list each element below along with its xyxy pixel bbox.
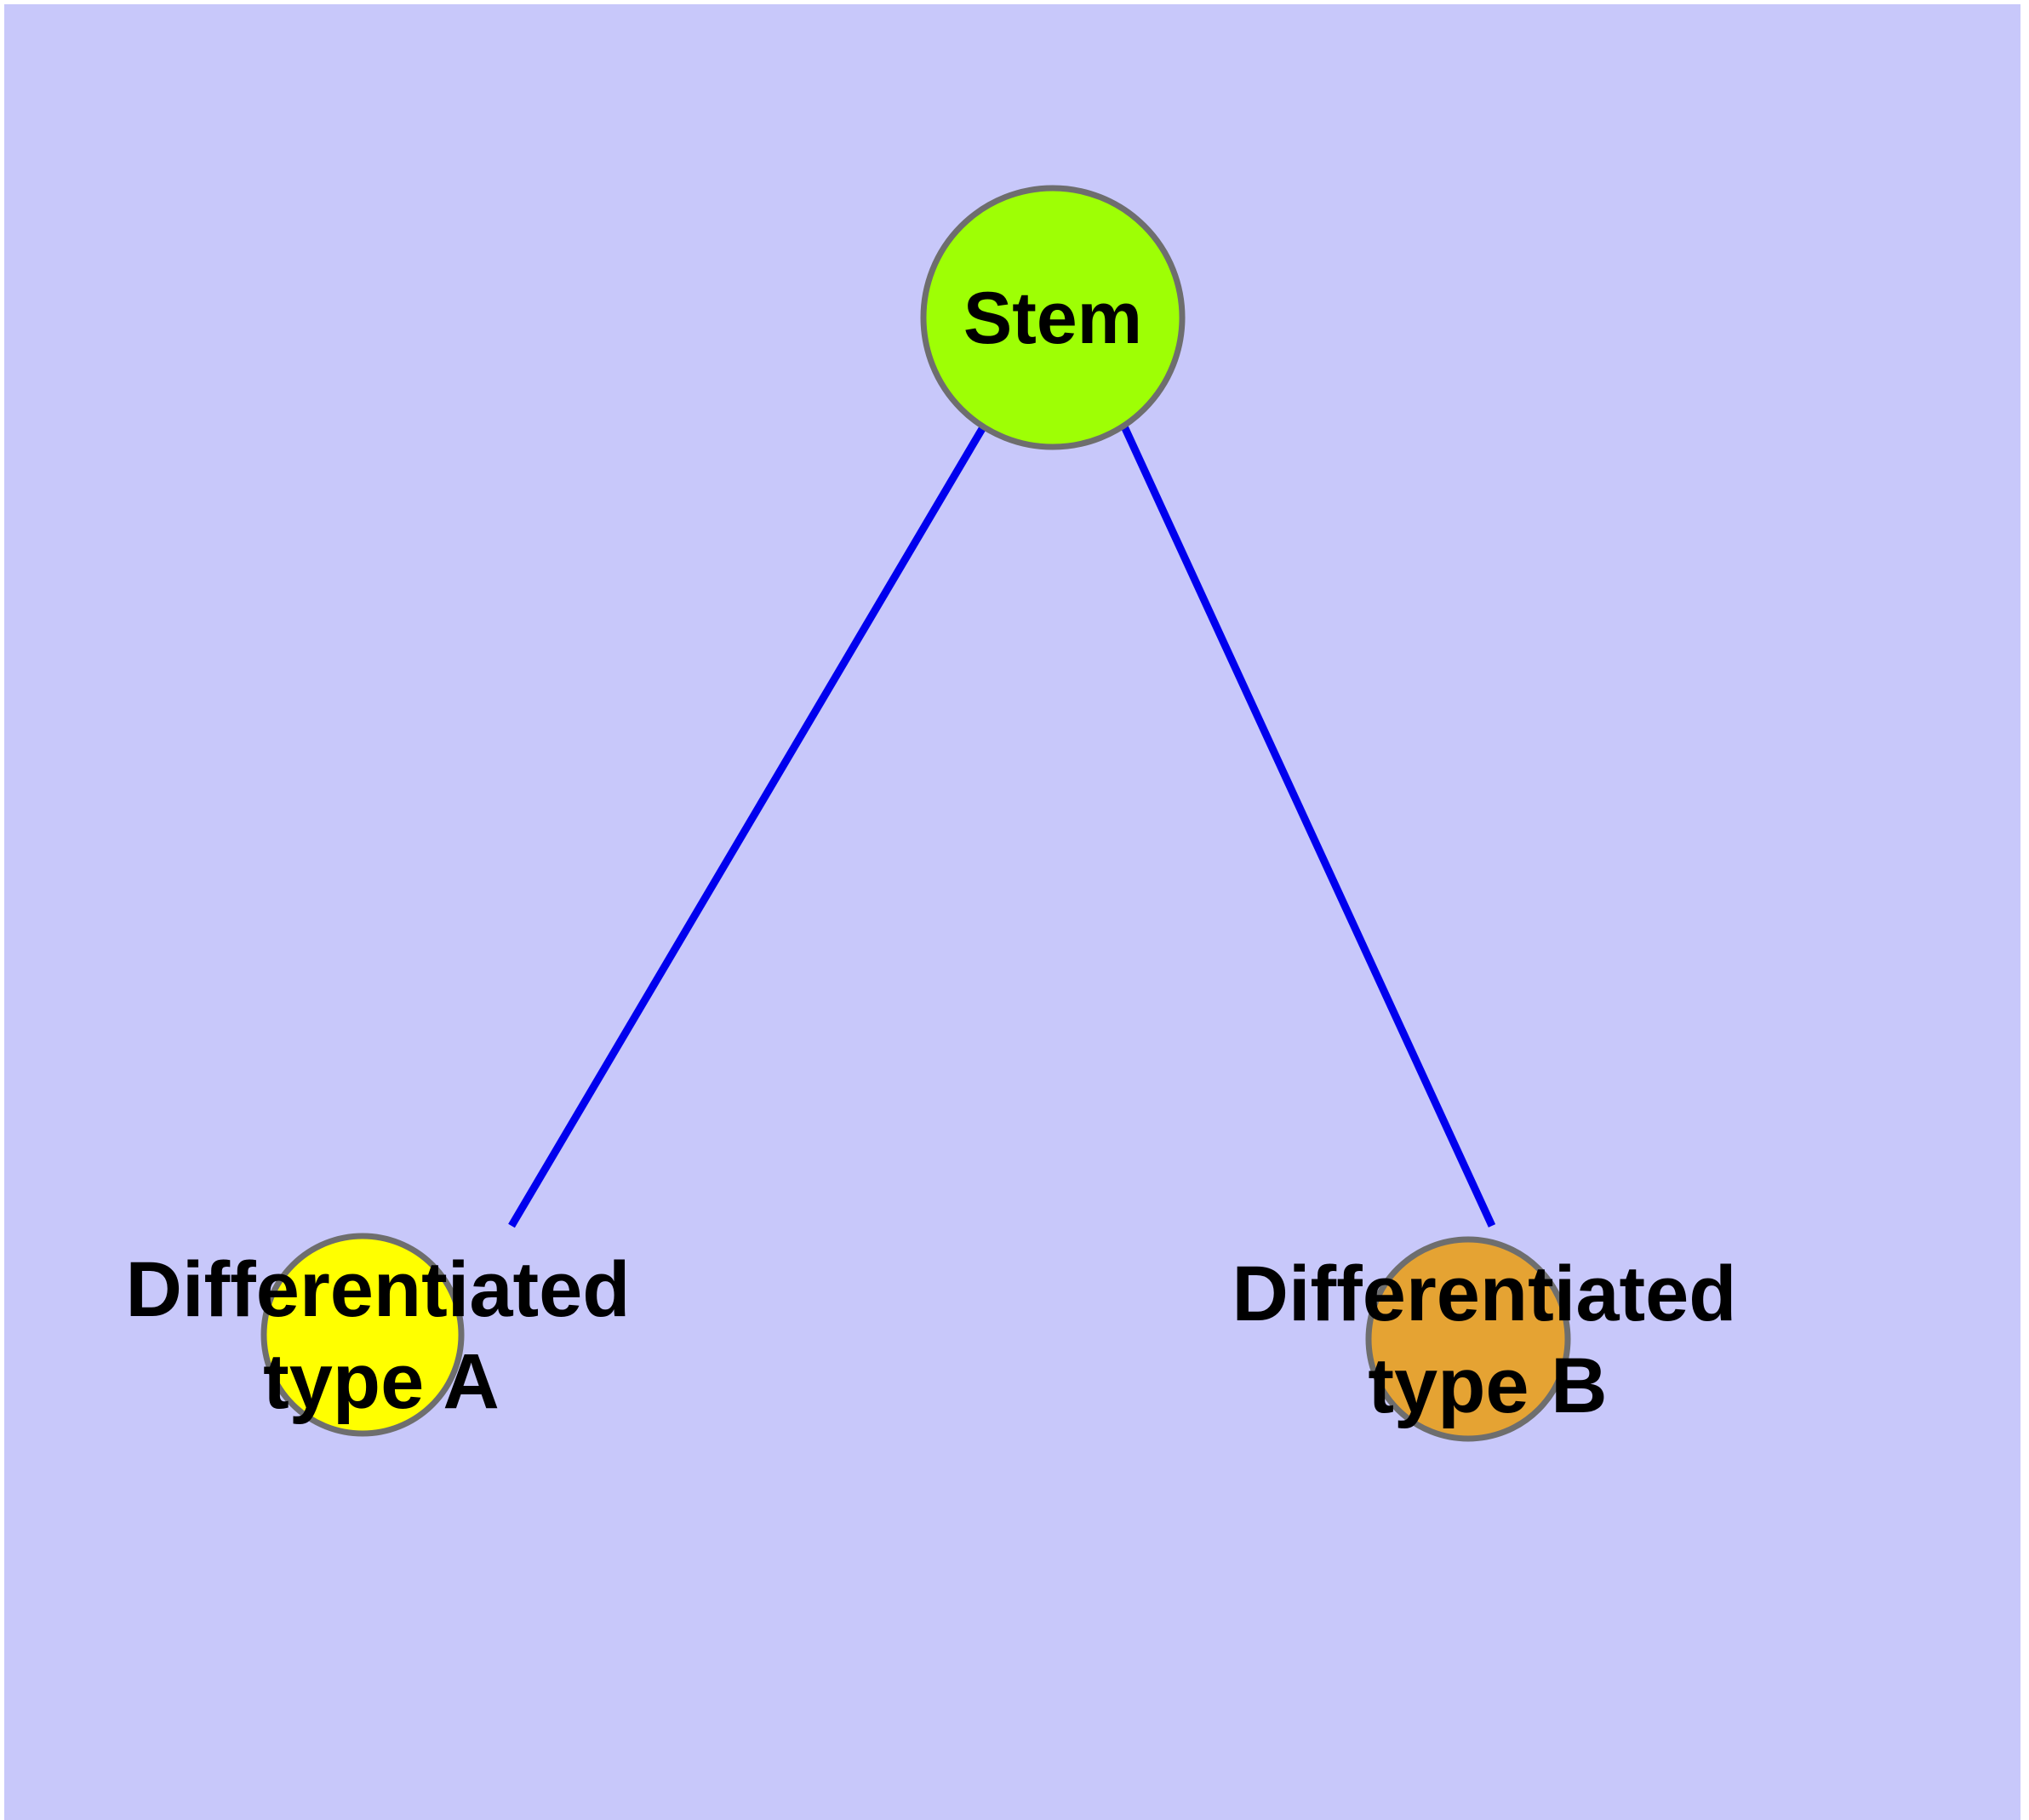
node-diff-b[interactable] [1365, 1236, 1571, 1442]
node-stem-label: Stem [963, 278, 1142, 359]
node-stem[interactable] [920, 185, 1186, 450]
node-diff-b-label-line2: type B [1368, 1342, 1607, 1429]
node-diff-a-label-line2: type A [263, 1338, 500, 1425]
node-diff-b-circle[interactable] [1365, 1236, 1571, 1442]
node-stem-circle[interactable] [920, 185, 1186, 450]
node-diff-a[interactable] [260, 1233, 465, 1437]
edge-stem-to-diff-a[interactable] [508, 425, 986, 1228]
node-diff-b-label-line1: Differentiated [1232, 1251, 1737, 1337]
node-diff-a-label-line1: Differentiated [126, 1246, 631, 1333]
node-layer [260, 185, 1571, 1442]
node-diff-a-circle[interactable] [260, 1233, 465, 1437]
edge-stem-to-diff-b[interactable] [1120, 425, 1496, 1228]
label-layer: Stem Differentiated type A Differentiate… [126, 278, 1737, 1429]
edge-layer [508, 425, 1496, 1228]
